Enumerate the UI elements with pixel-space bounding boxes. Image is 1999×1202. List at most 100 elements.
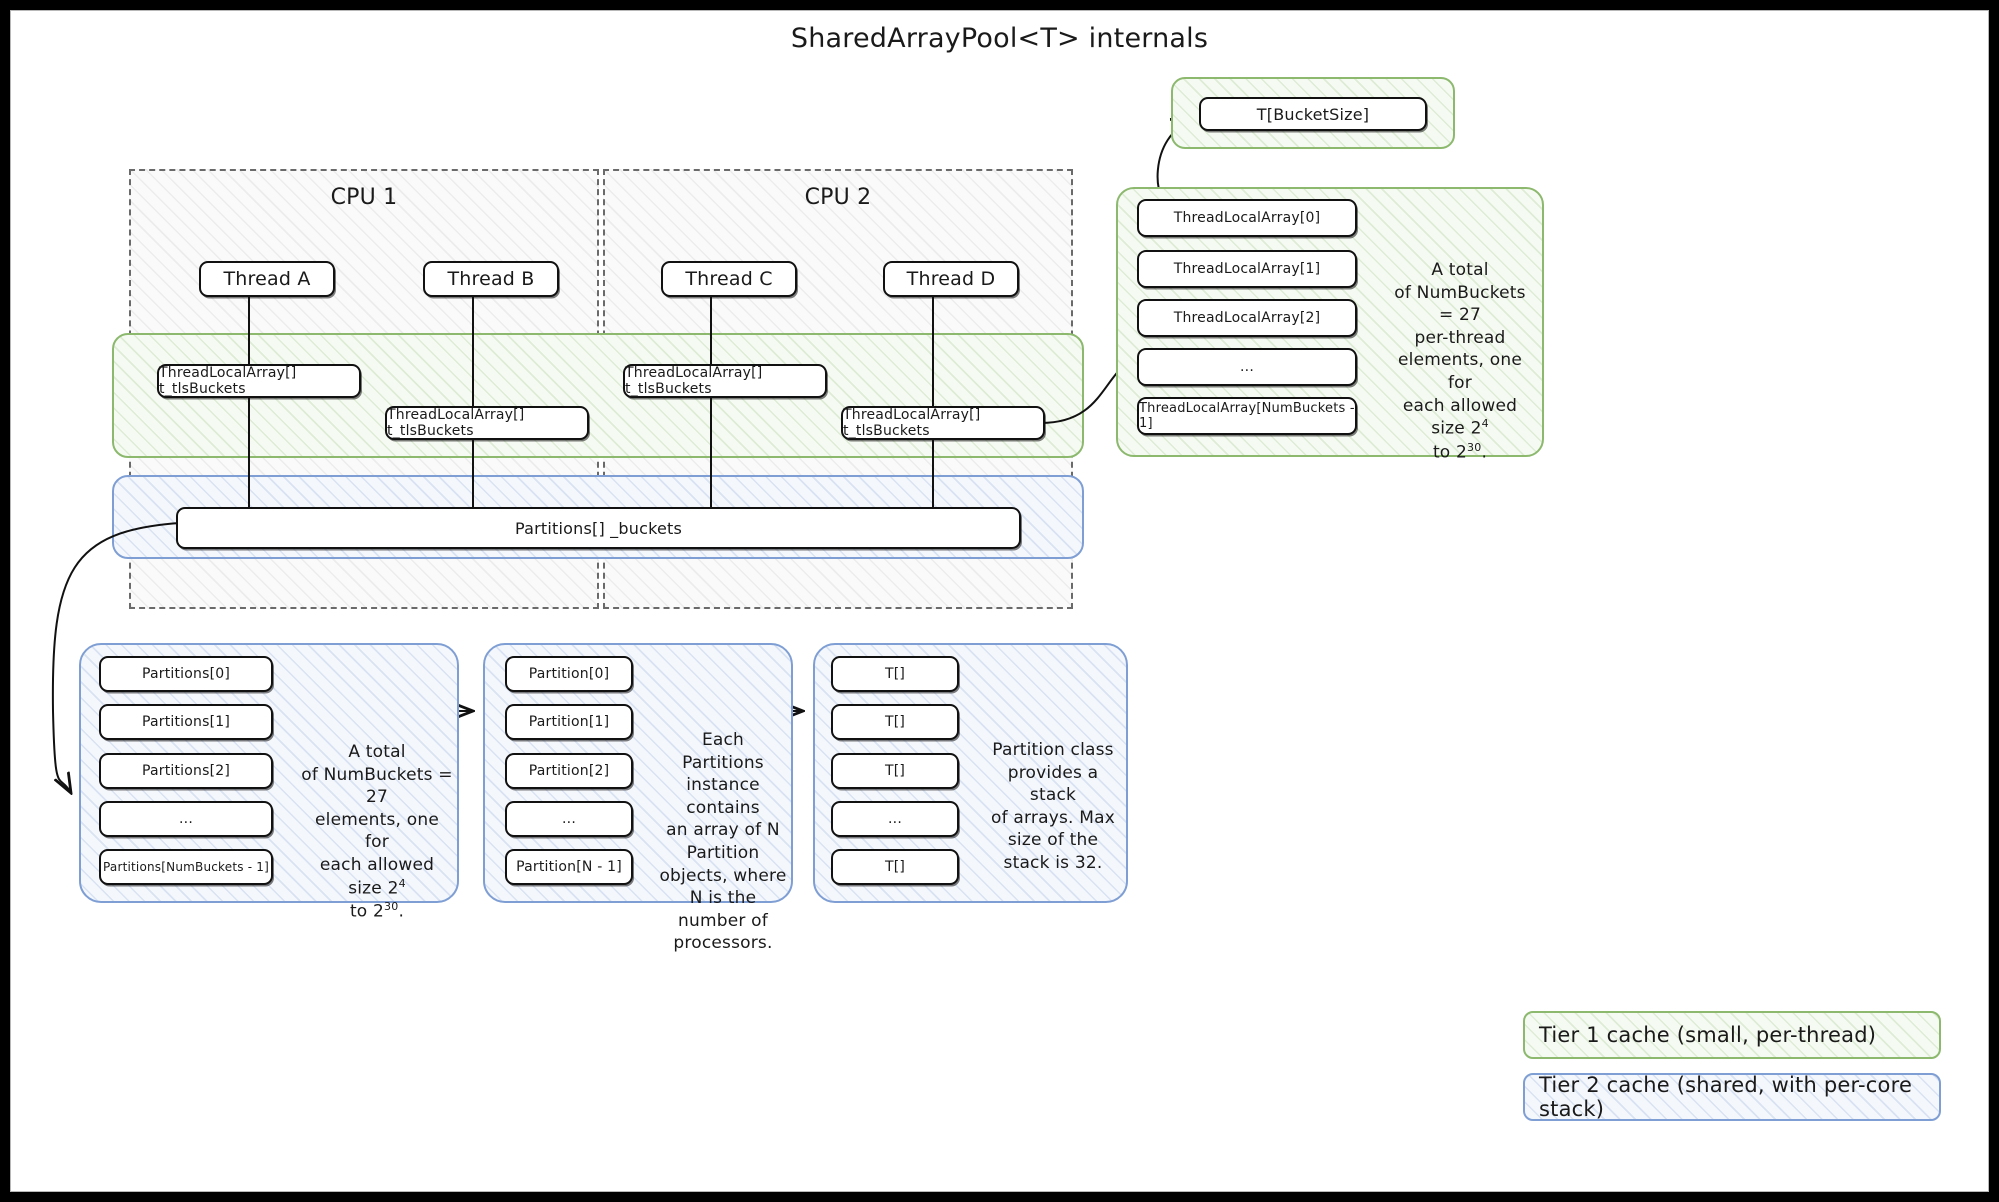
partition-item-last[interactable]: Partition[N - 1] — [505, 849, 633, 885]
partitions-note-line-4a: each allowed size 2 — [319, 855, 435, 899]
tls-array-item-last[interactable]: ThreadLocalArray[NumBuckets - 1] — [1137, 397, 1357, 435]
tls-note-line-2: of NumBuckets = 27 — [1394, 282, 1526, 326]
thread-a-label: Thread A — [223, 268, 311, 290]
tls-array-item-last-label: ThreadLocalArray[NumBuckets - 1] — [1139, 401, 1355, 431]
partitions-item-2-label: Partitions[2] — [141, 763, 231, 779]
tls-field-box-c[interactable]: ThreadLocalArray[] t_tlsBuckets — [623, 364, 827, 398]
legend-tier2-label: Tier 2 cache (shared, with per-core stac… — [1539, 1073, 1913, 1121]
thread-box-c[interactable]: Thread C — [661, 261, 797, 297]
partition-item-ellipsis: ... — [505, 801, 633, 837]
stack-item-2-label: T[] — [884, 763, 906, 779]
tls-note-line-5b: 4 — [1481, 417, 1489, 431]
partition-item-2-label: Partition[2] — [528, 763, 610, 779]
tls-field-b-label: ThreadLocalArray[] t_tlsBuckets — [387, 407, 525, 439]
partitions-panel-note: A total of NumBuckets = 27 elements, one… — [301, 741, 453, 923]
partitions-note-line-2: of NumBuckets = 27 — [301, 764, 453, 808]
tls-note-line-1: A total — [1431, 260, 1489, 280]
stack-item-0[interactable]: T[] — [831, 656, 959, 692]
partitions-item-last[interactable]: Partitions[NumBuckets - 1] — [99, 849, 273, 885]
thread-c-label: Thread C — [685, 268, 773, 290]
legend-tier1: Tier 1 cache (small, per-thread) — [1523, 1011, 1941, 1059]
tls-array-item-1-label: ThreadLocalArray[1] — [1173, 261, 1321, 277]
stack-item-ellipsis: ... — [831, 801, 959, 837]
shared-buckets-label: Partitions[] _buckets — [514, 518, 683, 538]
tls-note-line-6b: 30 — [1467, 440, 1482, 454]
stack-item-ellipsis-label: ... — [888, 811, 902, 827]
partition-item-0-label: Partition[0] — [528, 666, 610, 682]
bucket-array-box[interactable]: T[BucketSize] — [1199, 97, 1427, 131]
partitions-item-ellipsis-label: ... — [179, 811, 193, 827]
tls-field-a-label: ThreadLocalArray[] t_tlsBuckets — [159, 365, 297, 397]
stack-note-line-1: Partition class — [992, 740, 1114, 760]
partitions-note-line-5a: to 2 — [349, 901, 385, 922]
partition-note-line-6: N is the number of — [678, 888, 768, 931]
tls-array-item-1[interactable]: ThreadLocalArray[1] — [1137, 250, 1357, 288]
thread-b-label: Thread B — [447, 268, 535, 290]
partitions-item-0[interactable]: Partitions[0] — [99, 656, 273, 692]
tls-array-item-0-label: ThreadLocalArray[0] — [1173, 210, 1321, 226]
thread-d-label: Thread D — [906, 268, 996, 290]
partition-note-line-4: Partition — [686, 843, 760, 864]
partition-item-0[interactable]: Partition[0] — [505, 656, 633, 692]
partition-note-line-3: an array of N — [666, 820, 780, 841]
tls-array-item-2-label: ThreadLocalArray[2] — [1173, 310, 1321, 326]
tls-note-line-3: per-thread — [1414, 327, 1506, 348]
shared-buckets-field[interactable]: Partitions[] _buckets — [176, 507, 1021, 549]
stack-item-0-label: T[] — [884, 666, 906, 682]
stack-panel-note: Partition class provides a stack of arra… — [987, 739, 1119, 875]
tls-field-box-d[interactable]: ThreadLocalArray[] t_tlsBuckets — [841, 406, 1045, 440]
stack-item-1[interactable]: T[] — [831, 704, 959, 740]
partition-note-line-5: objects, where — [659, 865, 787, 886]
thread-box-b[interactable]: Thread B — [423, 261, 559, 297]
diagram-sheet: SharedArrayPool<T> internals CPU 1 CPU 2 — [10, 10, 1989, 1192]
partition-note-line-7: processors. — [673, 933, 773, 954]
partitions-note-line-1: A total — [348, 742, 406, 762]
tls-array-item-ellipsis-label: ... — [1240, 359, 1254, 375]
cpu-2-label: CPU 2 — [804, 185, 872, 210]
tls-panel-note: A total of NumBuckets = 27 per-thread el… — [1385, 259, 1535, 464]
stack-item-1-label: T[] — [884, 714, 906, 730]
tls-field-d-label: ThreadLocalArray[] t_tlsBuckets — [843, 407, 981, 439]
thread-box-a[interactable]: Thread A — [199, 261, 335, 297]
partitions-item-1-label: Partitions[1] — [141, 714, 231, 730]
tls-array-item-ellipsis: ... — [1137, 348, 1357, 386]
partition-note-line-1: Each Partitions — [682, 730, 764, 773]
partitions-item-last-label: Partitions[NumBuckets - 1] — [103, 860, 269, 874]
partitions-item-2[interactable]: Partitions[2] — [99, 753, 273, 789]
tls-note-line-4: elements, one for — [1398, 350, 1522, 394]
partition-item-last-label: Partition[N - 1] — [516, 859, 622, 875]
legend-tier2: Tier 2 cache (shared, with per-core stac… — [1523, 1073, 1941, 1121]
tls-array-item-0[interactable]: ThreadLocalArray[0] — [1137, 199, 1357, 237]
stack-note-line-4: size of the — [1007, 830, 1099, 851]
partitions-item-ellipsis: ... — [99, 801, 273, 837]
bucket-array-label: T[BucketSize] — [1256, 104, 1370, 124]
stack-note-line-5: stack is 32. — [1003, 853, 1103, 874]
page-title: SharedArrayPool<T> internals — [790, 23, 1209, 54]
stack-note-line-2: provides a stack — [1007, 762, 1099, 806]
tls-field-c-label: ThreadLocalArray[] t_tlsBuckets — [625, 365, 763, 397]
stack-item-last-label: T[] — [884, 859, 906, 875]
partition-note-line-2: instance contains — [686, 775, 760, 818]
partitions-item-1[interactable]: Partitions[1] — [99, 704, 273, 740]
partition-item-1-label: Partition[1] — [528, 714, 610, 730]
partitions-note-line-4b: 4 — [398, 876, 406, 890]
partitions-note-line-3: elements, one for — [315, 809, 439, 853]
tls-array-item-2[interactable]: ThreadLocalArray[2] — [1137, 299, 1357, 337]
partitions-note-line-5c: . — [398, 901, 405, 922]
cpu-1-label: CPU 1 — [330, 185, 398, 210]
stack-item-2[interactable]: T[] — [831, 753, 959, 789]
tls-note-line-5a: each allowed size 2 — [1402, 395, 1518, 439]
partitions-item-0-label: Partitions[0] — [141, 666, 231, 682]
thread-box-d[interactable]: Thread D — [883, 261, 1019, 297]
stack-item-last[interactable]: T[] — [831, 849, 959, 885]
partition-item-1[interactable]: Partition[1] — [505, 704, 633, 740]
partition-item-2[interactable]: Partition[2] — [505, 753, 633, 789]
tls-note-line-6c: . — [1481, 442, 1488, 463]
tls-field-box-b[interactable]: ThreadLocalArray[] t_tlsBuckets — [385, 406, 589, 440]
tls-note-line-6a: to 2 — [1432, 442, 1468, 463]
partition-panel-note: Each Partitions instance contains an arr… — [659, 729, 787, 955]
tls-field-box-a[interactable]: ThreadLocalArray[] t_tlsBuckets — [157, 364, 361, 398]
partitions-note-line-5b: 30 — [384, 899, 399, 913]
partition-item-ellipsis-label: ... — [562, 811, 576, 827]
